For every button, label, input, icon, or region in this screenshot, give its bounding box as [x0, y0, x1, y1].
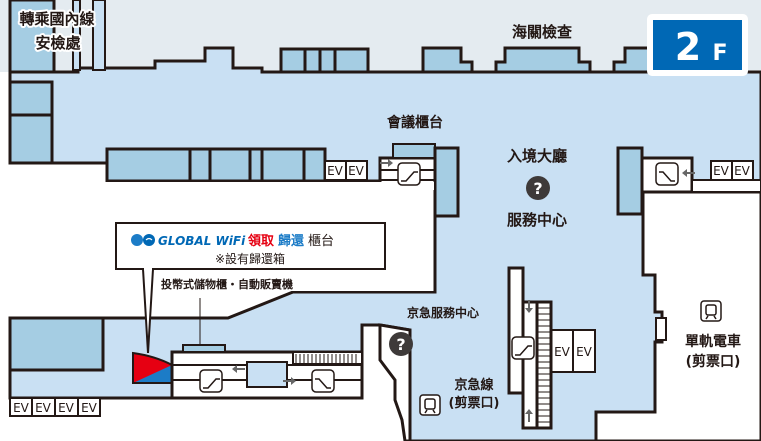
gate — [655, 317, 667, 341]
monorail-gate-label: (剪票口) — [686, 353, 741, 370]
arrival-lobby-label: 入境大廳 — [507, 147, 567, 165]
center-escalator-stairs — [507, 266, 553, 430]
shop-row — [105, 147, 327, 183]
shop-block — [616, 146, 644, 216]
train-icon — [700, 300, 722, 322]
svg-text:EV: EV — [576, 345, 593, 359]
svg-text:EV: EV — [348, 164, 365, 178]
svg-text:?: ? — [396, 335, 405, 354]
security-label: 安檢處 — [35, 34, 81, 52]
customs-label: 海關檢查 — [512, 23, 573, 41]
info-question-icon[interactable]: ? — [389, 332, 413, 356]
ev-group — [9, 160, 754, 417]
arrow-icon — [232, 159, 695, 422]
keikyu-line-label: 京急線 — [454, 377, 494, 393]
svg-text:EV: EV — [554, 345, 571, 359]
meeting-counter-label: 會議櫃台 — [386, 114, 443, 131]
monorail-label: 單軌電車 — [685, 333, 741, 350]
escalator-icon — [511, 336, 535, 360]
corridor — [92, 0, 106, 71]
svg-text:EV: EV — [58, 401, 75, 415]
shop-block — [8, 80, 54, 117]
service-center-label: 服務中心 — [507, 211, 567, 229]
wifi-callout — [115, 222, 386, 270]
floor-badge: 2 F — [647, 14, 748, 76]
wifi-brand: GLOBAL WiFi — [158, 234, 246, 248]
svg-text:F: F — [712, 41, 727, 66]
wifi-pickup: 領取 — [248, 233, 275, 249]
svg-text:EV: EV — [734, 164, 751, 178]
wifi-icon — [143, 234, 155, 246]
svg-text:EV: EV — [13, 401, 30, 415]
lockers-vending-label: 投幣式儲物櫃・自動販賣機 — [161, 277, 293, 291]
shop-block — [8, 0, 56, 74]
escalator-icon — [397, 162, 421, 186]
escalator-icon — [655, 162, 679, 186]
escalator-icon — [311, 369, 335, 393]
train-icon — [419, 394, 441, 416]
top-shops — [279, 47, 370, 74]
wifi-counter-label: 櫃台 — [308, 234, 334, 249]
shop-block — [8, 316, 105, 372]
corridor — [72, 0, 81, 71]
svg-text:EV: EV — [327, 164, 344, 178]
keikyu-service-label: 京急服務中心 — [407, 305, 479, 320]
domestic-transfer-label: 轉乘國內線 — [19, 10, 94, 28]
info-question-icon[interactable]: ? — [526, 176, 550, 200]
wifi-return: 歸還 — [278, 233, 305, 249]
escalator-icon — [199, 369, 223, 393]
keikyu-gate-label: (剪票口) — [449, 395, 500, 411]
customs-booths — [421, 46, 652, 74]
svg-text:?: ? — [533, 179, 542, 198]
svg-text:EV: EV — [35, 401, 52, 415]
svg-text:2: 2 — [675, 25, 701, 69]
shop-block — [433, 146, 460, 218]
wifi-note: ※設有歸還箱 — [215, 251, 285, 266]
svg-text:EV: EV — [713, 164, 730, 178]
svg-text:EV: EV — [81, 401, 98, 415]
shop-block — [8, 113, 54, 165]
right-non-public-area — [594, 190, 761, 441]
meeting-counter-desk[interactable] — [392, 143, 436, 159]
globe-icon — [131, 234, 143, 246]
ev-labels: EV EV EV EV EV EV EV EV EV EV — [13, 164, 751, 415]
